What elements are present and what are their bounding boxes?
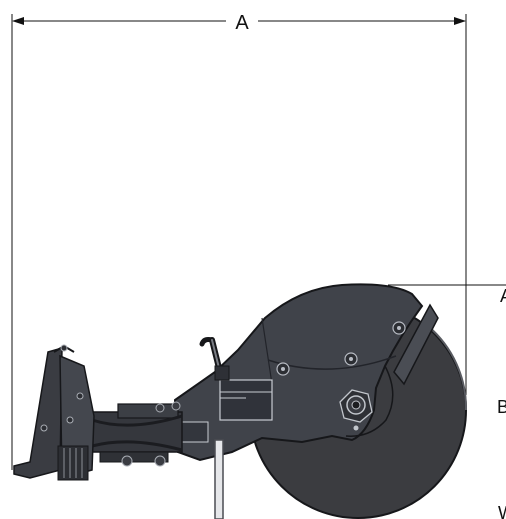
- right-label-lower: W: [498, 503, 506, 519]
- dimension-a-label: A: [235, 12, 249, 34]
- bolt-icon: [349, 357, 353, 361]
- bolt-icon: [281, 367, 285, 371]
- adjustment-lever: [199, 337, 230, 381]
- linkage-assembly: [91, 401, 183, 467]
- arm-plate-edge-2: [261, 317, 273, 385]
- hub-notch: [345, 365, 394, 437]
- label-plate: [181, 421, 209, 443]
- disc-edge-highlight: [427, 325, 468, 411]
- stand-post: [214, 439, 224, 519]
- right-label-upper: A: [500, 286, 506, 306]
- disc-hub: [339, 389, 373, 431]
- dimension-a: A: [11, 12, 467, 470]
- right-label-middle: B: [497, 397, 506, 417]
- decal-panel: [219, 379, 273, 421]
- mounting-bracket: [13, 344, 95, 481]
- arm-body: [173, 283, 424, 462]
- bolt-icon: [397, 326, 401, 330]
- scraper-blade: [393, 303, 439, 386]
